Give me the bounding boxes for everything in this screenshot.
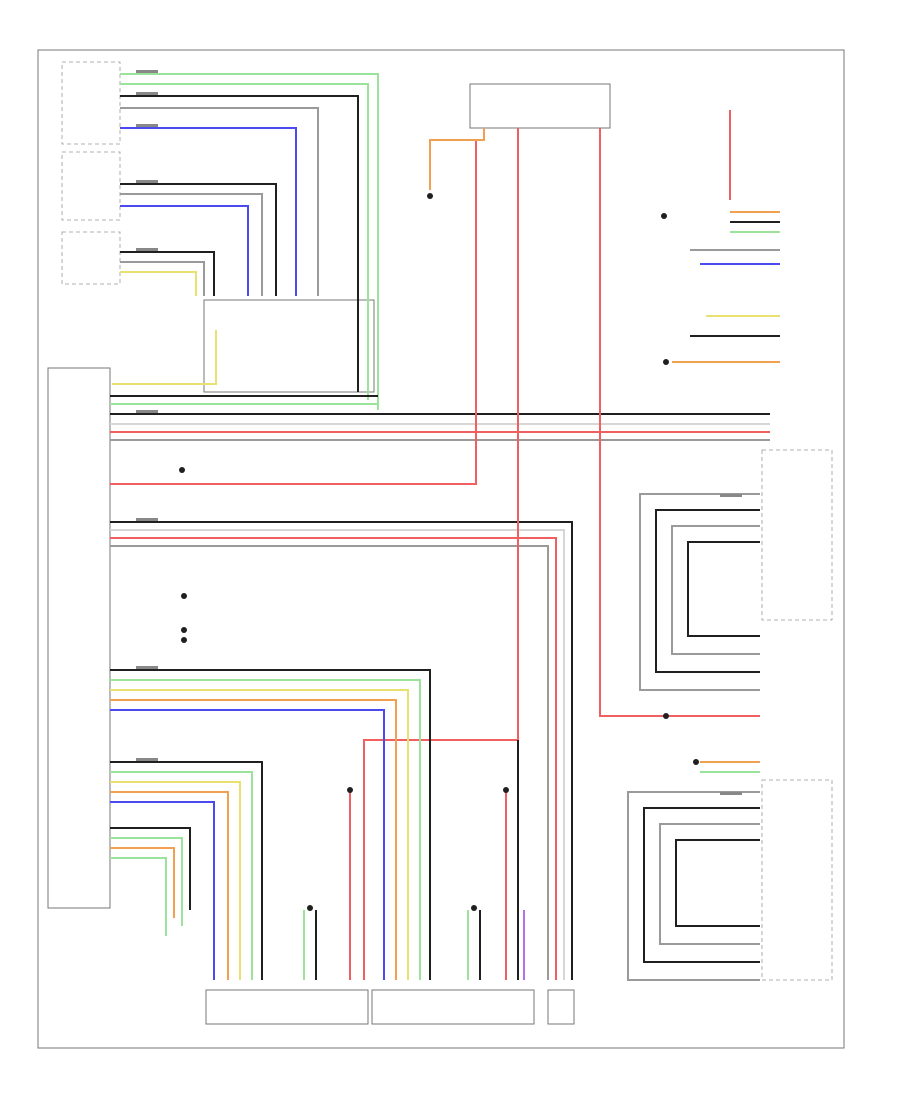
dot-10 [503,787,509,793]
lower-orange-3 [110,847,175,918]
dot-4 [181,627,187,633]
bus-grey-2 [110,545,549,980]
bus-red-2 [110,140,477,485]
dot-8 [693,759,699,765]
right-controller-upper [761,449,833,621]
dot-5 [181,637,187,643]
connector-dots [179,193,699,911]
component-top-left-1 [61,61,121,145]
wire-grey-2 [120,193,263,296]
diagram-frame [37,49,845,1049]
feed-red-1 [363,128,519,980]
lower-yellow-1 [110,689,409,980]
right-controller-lower [761,779,833,981]
lower-green-4 [110,857,167,936]
dot-11 [307,905,313,911]
component-top-left-3 [61,231,121,285]
dot-12 [471,905,477,911]
harness-lower-black-2 [675,839,760,927]
pin-mark-11 [720,792,742,795]
rear-right-module [547,989,575,1025]
harness-lower-black [643,807,760,963]
wire-grey-3 [120,261,205,296]
lower-green-2 [110,771,253,980]
wire-grey-1 [120,107,319,296]
wire-blue-2 [120,205,249,296]
pin-mark-9 [136,758,158,761]
switch-components [303,790,525,980]
pin-mark-6 [136,410,158,413]
wire-green-2 [120,83,369,400]
bus-red-3 [110,537,557,980]
lower-orange-2 [110,791,229,980]
dot-3 [181,593,187,599]
wire-green-1 [120,73,379,410]
dot-13 [661,213,667,219]
wires-fuse-feeds [363,110,760,980]
pin-mark-4 [136,180,158,183]
wire-black-3 [120,251,215,296]
pin-mark-7 [136,518,158,521]
lower-green-3 [110,837,183,926]
lower-orange-1 [110,699,397,980]
pin-mark-3 [136,124,158,127]
component-top-left-2 [61,151,121,221]
pin-mark-1 [136,70,158,73]
lower-yellow-2 [110,781,241,980]
wire-blue-1 [120,127,297,296]
dot-2 [179,467,185,473]
harness-upper-grey [639,493,760,691]
harness-lower-left [110,669,431,980]
fuse-box-top [469,83,611,129]
bus-light-2 [110,529,565,980]
rear-display-left [205,989,369,1025]
lower-green-1 [110,679,421,980]
connector-module [203,299,375,393]
lower-black-2 [110,761,263,980]
harness-right-upper [639,493,760,691]
harness-right-lower [627,761,760,981]
wires-main-bus [110,140,770,980]
wires-top-left [112,73,379,410]
lower-blue-2 [110,801,215,980]
component-boxes [47,61,833,1025]
rear-display-right [371,989,535,1025]
wire-black-1 [120,95,359,392]
feed-orange [429,128,485,190]
harness-lower-grey [627,791,760,981]
harness-upper-black-2 [687,541,760,637]
pin-mark-2 [136,92,158,95]
harness-lower-grey-2 [659,823,760,945]
lower-black-3 [110,827,191,910]
harness-upper-grey-2 [671,525,760,655]
dot-7 [663,713,669,719]
pin-mark-8 [136,666,158,669]
dot-9 [347,787,353,793]
dot-6 [663,359,669,365]
wire-black-2 [120,183,277,296]
harness-upper-black [655,509,760,673]
feed-red-2 [599,128,760,717]
main-module [47,367,111,909]
lower-black-1 [110,669,431,980]
wire-yellow-1 [120,271,197,296]
wires-right-side [672,211,780,363]
bus-black-3 [110,521,573,980]
pin-marks [136,70,742,795]
lower-blue-1 [110,709,385,980]
dot-1 [427,193,433,199]
pin-mark-10 [720,494,742,497]
wire-yellow-2 [112,330,217,385]
pin-mark-5 [136,248,158,251]
